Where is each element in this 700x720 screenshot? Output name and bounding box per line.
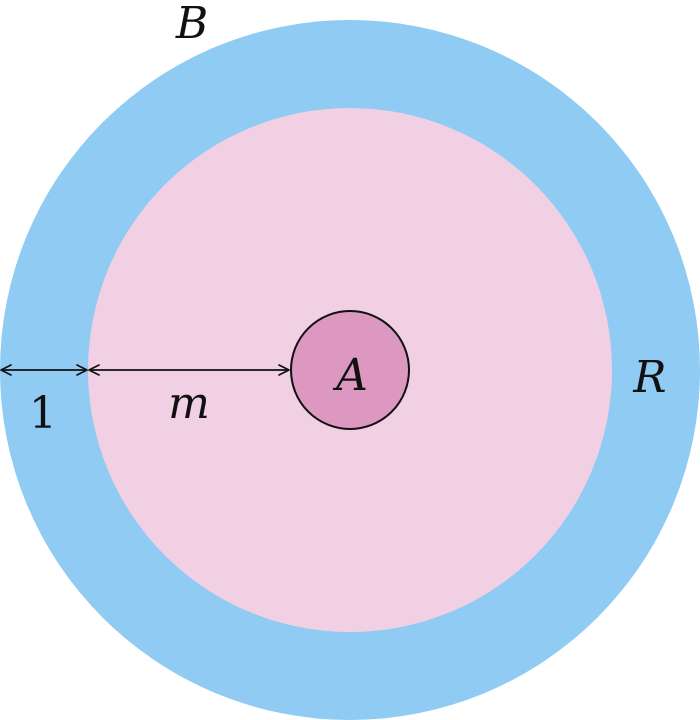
gap-width-label: 1 bbox=[29, 388, 57, 439]
radius-distance-label: m bbox=[168, 378, 210, 429]
center-disk-label: A bbox=[332, 350, 368, 401]
outer-region-label: B bbox=[175, 0, 208, 49]
center-disk-a bbox=[290, 310, 410, 430]
inner-region-label: R bbox=[632, 352, 666, 403]
